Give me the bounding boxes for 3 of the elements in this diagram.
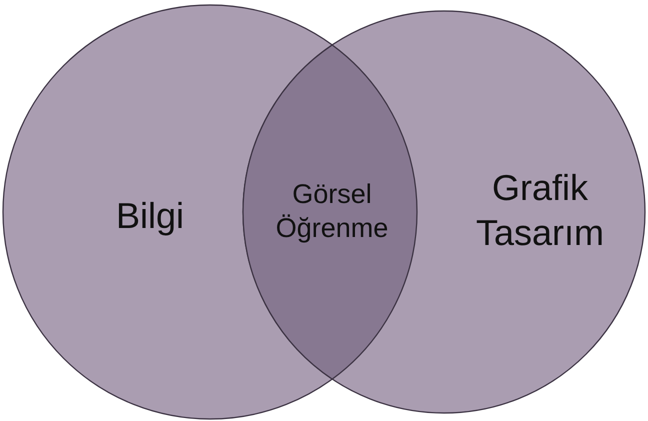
circle-label: Bilgi xyxy=(114,194,186,238)
circle-label: Grafik Tasarım xyxy=(474,166,606,255)
circle-label: Görsel Öğrenme xyxy=(274,178,390,245)
